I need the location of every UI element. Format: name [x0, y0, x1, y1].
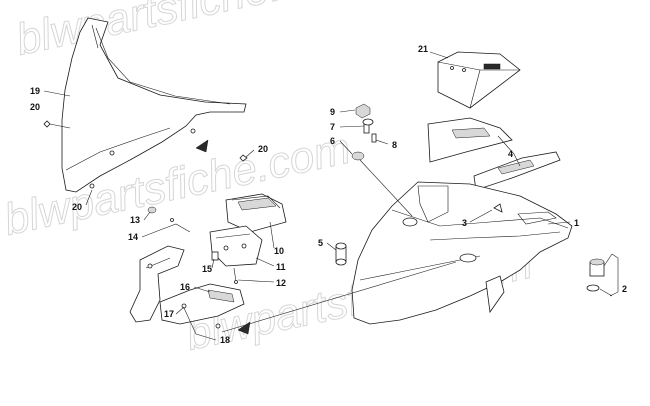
callout-4: 4 — [508, 149, 513, 159]
callout-1: 1 — [574, 218, 579, 228]
callout-12: 12 — [276, 278, 286, 288]
callout-17: 17 — [164, 309, 174, 319]
callout-20-top: 20 — [30, 102, 40, 112]
callout-14: 14 — [128, 232, 138, 242]
callout-11: 11 — [276, 262, 286, 272]
knob-part — [586, 258, 605, 292]
gauge-cluster-part — [225, 193, 287, 233]
callout-16: 16 — [180, 282, 190, 292]
storage-box-part — [437, 51, 521, 109]
screw-parts — [43, 120, 248, 162]
leader-lines — [43, 51, 619, 341]
side-panel-parts — [427, 117, 561, 191]
clip-part — [493, 203, 503, 213]
mounting-bracket-part — [129, 245, 185, 323]
arrow-marker-icon — [195, 139, 209, 153]
arrow-marker-icon — [237, 321, 251, 335]
callout-labels: 1 2 3 4 5 6 7 8 9 10 11 12 13 14 15 16 1… — [30, 44, 627, 345]
lower-bracket-part — [159, 283, 245, 329]
hood-part — [351, 181, 573, 325]
callout-15: 15 — [202, 264, 212, 274]
windshield-part — [61, 17, 247, 193]
watermark-top: blwpartsfiche.com — [12, 0, 367, 65]
bolt-parts — [147, 206, 238, 284]
callout-7: 7 — [330, 122, 335, 132]
callout-10: 10 — [274, 246, 284, 256]
callout-21: 21 — [418, 44, 428, 54]
callout-5: 5 — [318, 238, 323, 248]
callout-13: 13 — [130, 215, 140, 225]
callout-9: 9 — [330, 107, 335, 117]
callout-20-bottom: 20 — [72, 202, 82, 212]
callout-18: 18 — [220, 335, 230, 345]
lock-parts — [351, 103, 377, 161]
callout-3: 3 — [462, 218, 467, 228]
callout-8: 8 — [392, 140, 397, 150]
watermark-middle: blwpartsfiche.com — [0, 124, 355, 245]
callout-6: 6 — [330, 136, 335, 146]
fastener-part — [335, 242, 347, 266]
callout-2: 2 — [622, 284, 627, 294]
callout-20-right: 20 — [258, 144, 268, 154]
callout-19: 19 — [30, 86, 40, 96]
